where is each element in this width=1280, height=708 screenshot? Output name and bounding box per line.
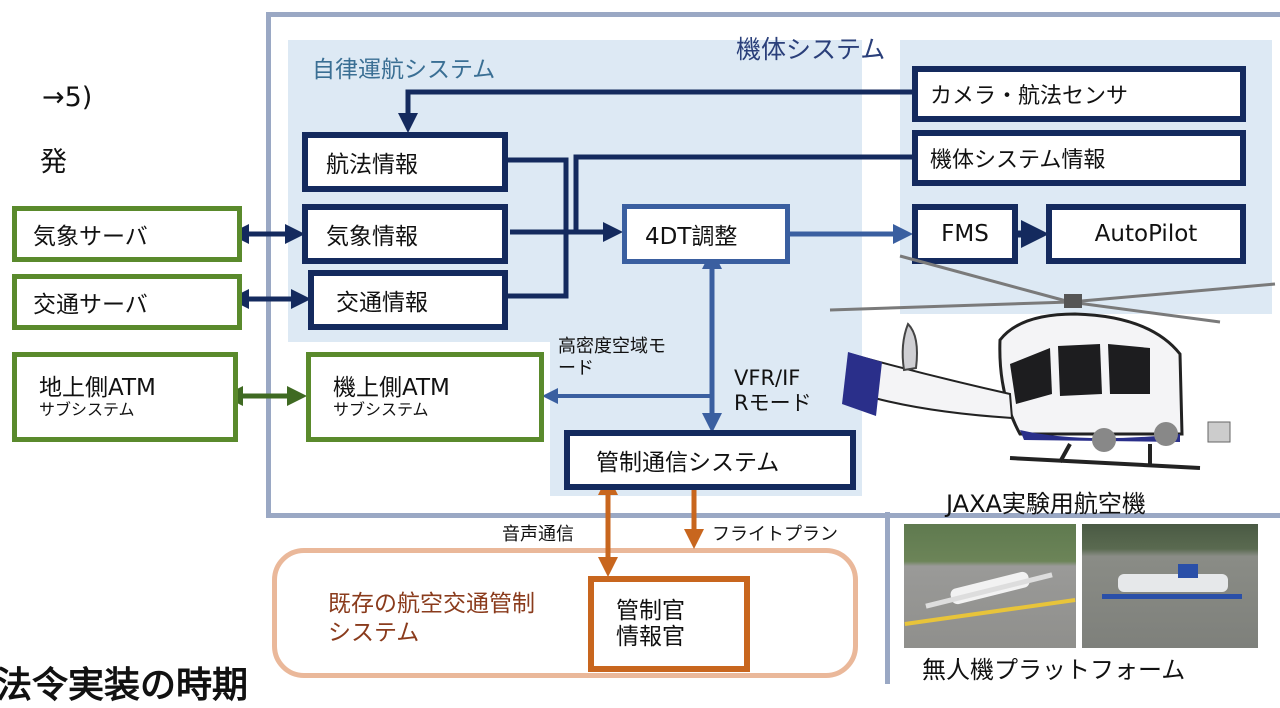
4dt-adjust-box: 4DT調整 — [622, 204, 790, 264]
existing-atc-region — [272, 548, 858, 678]
comm-system-box: 管制通信システム — [564, 430, 856, 490]
info-to-4dt-lines — [508, 154, 912, 299]
autonomous-system-title: 自律運航システム — [312, 57, 496, 83]
nav-sensor-arrow — [398, 89, 912, 133]
flight-plan-label: フライトプラン — [712, 524, 838, 545]
controller-label-2: 情報官 — [616, 624, 685, 650]
fms-label: FMS — [941, 221, 989, 247]
high-density-label: 高密度空域モ ード — [558, 336, 666, 379]
ground-atm-box: 地上側ATM サブシステム — [12, 352, 238, 442]
camera-sensor-label: カメラ・航法センサ — [930, 84, 1129, 109]
aircraft-system-title: 機体システム — [736, 35, 886, 64]
traffic-server-label: 交通サーバ — [33, 292, 148, 318]
uav-platform-caption: 無人機プラットフォーム — [922, 656, 1186, 684]
uav-photo-right — [1082, 524, 1258, 648]
helicopter-image — [829, 254, 1276, 470]
weather-info-label: 気象情報 — [326, 224, 418, 250]
onboard-atm-label: 機上側ATM — [333, 374, 450, 401]
aircraft-system-frame — [266, 12, 1280, 518]
onboard-atm-sublabel: サブシステム — [333, 400, 429, 420]
onboard-atm-box: 機上側ATM サブシステム — [306, 352, 544, 442]
weather-server-box: 気象サーバ — [12, 206, 242, 262]
ground-atm-sublabel: サブシステム — [39, 400, 135, 420]
voice-label: 音声通信 — [502, 524, 574, 545]
comm-system-label: 管制通信システム — [596, 450, 780, 476]
traffic-info-label: 交通情報 — [336, 290, 428, 316]
jaxa-caption: JAXA実験用航空機 — [946, 490, 1146, 518]
partial-step-text: →5) — [42, 82, 93, 113]
existing-atc-title: 既存の航空交通管制 システム — [328, 591, 535, 646]
controller-box: 管制官 情報官 — [588, 576, 750, 672]
camera-sensor-box: カメラ・航法センサ — [912, 66, 1246, 122]
controller-label-1: 管制官 — [616, 597, 685, 624]
4dt-adjust-label: 4DT調整 — [645, 224, 738, 250]
nav-info-box: 航法情報 — [302, 132, 508, 192]
traffic-info-box: 交通情報 — [308, 270, 508, 330]
nav-info-label: 航法情報 — [326, 152, 418, 178]
autopilot-box: AutoPilot — [1046, 204, 1246, 264]
aircraft-system-frame-right — [885, 512, 890, 684]
weather-server-label: 気象サーバ — [33, 224, 148, 250]
autopilot-label: AutoPilot — [1094, 221, 1198, 247]
uav-photo-left — [904, 524, 1076, 648]
vfr-ifr-label: VFR/IF Rモード — [734, 366, 812, 416]
traffic-server-box: 交通サーバ — [12, 274, 242, 330]
aircraft-sys-info-label: 機体システム情報 — [930, 148, 1106, 173]
fms-box: FMS — [912, 204, 1018, 264]
ground-atm-label: 地上側ATM — [39, 374, 156, 401]
aircraft-sys-info-box: 機体システム情報 — [912, 130, 1246, 186]
partial-left-char: 発 — [40, 147, 67, 178]
weather-info-box: 気象情報 — [302, 204, 508, 264]
arrow-layer — [223, 89, 1049, 577]
